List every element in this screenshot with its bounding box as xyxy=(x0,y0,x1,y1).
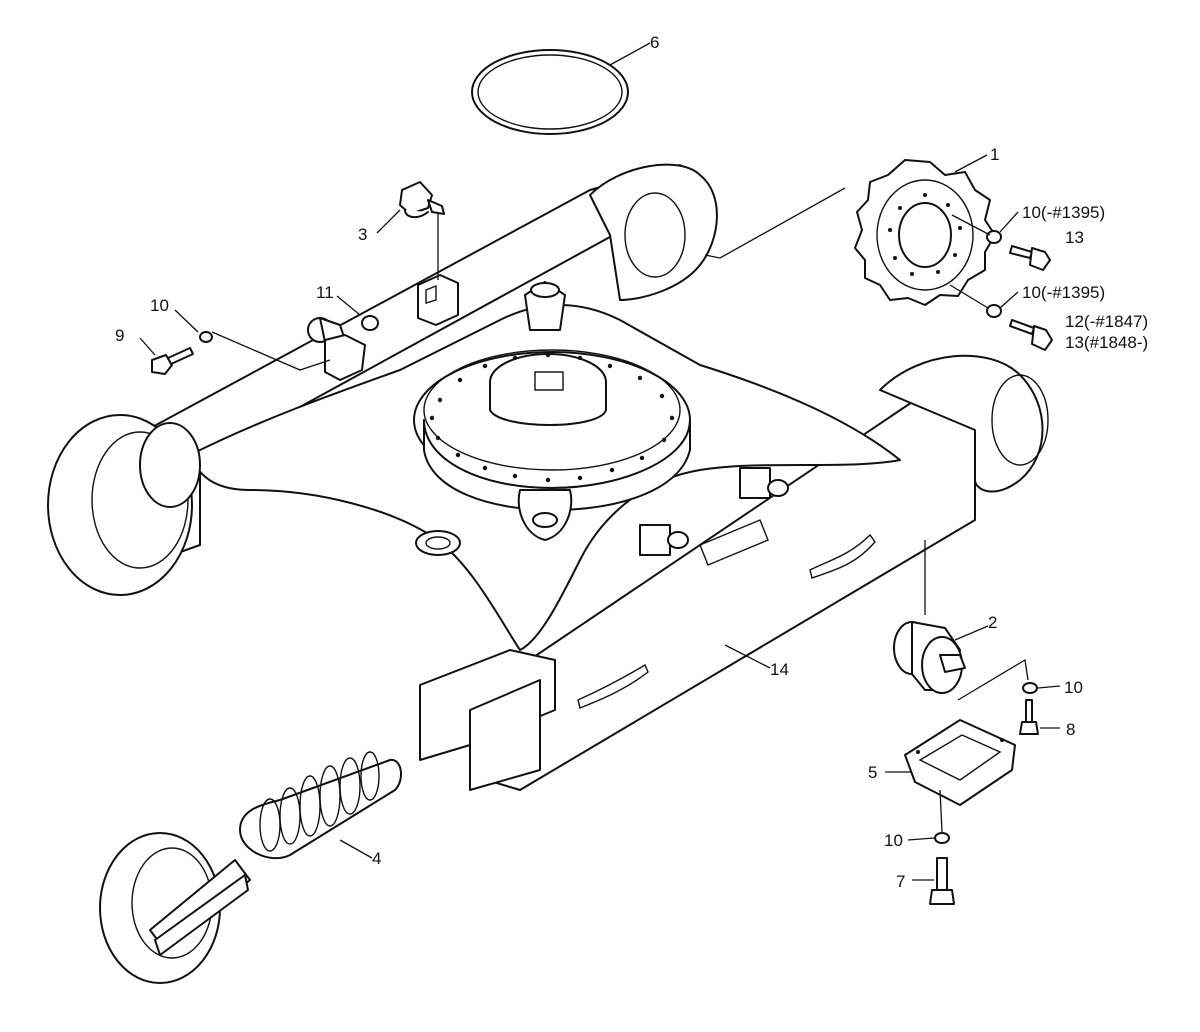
washer-part-10-bracket xyxy=(934,832,950,844)
sprocket-bolt-12-13 xyxy=(1009,319,1053,351)
flange-bolt-holes xyxy=(429,352,675,483)
bolt-part-9 xyxy=(151,347,194,375)
callout-7: 7 xyxy=(896,872,905,891)
callout-3: 3 xyxy=(358,225,367,244)
callout-10-bracket: 10 xyxy=(884,831,903,850)
callout-13-top: 13 xyxy=(1065,228,1084,247)
idler-wheel-with-fork xyxy=(99,832,251,984)
callout-1: 1 xyxy=(990,145,999,164)
sprocket-bolt-holes xyxy=(888,193,962,276)
bolt-part-7 xyxy=(929,857,955,905)
track-roller-part-2 xyxy=(893,621,966,694)
callout-10-sprocket-bottom: 10(-#1395) xyxy=(1022,283,1105,302)
callout-10-sprocket-top: 10(-#1395) xyxy=(1022,203,1105,222)
callout-labels: 6 1 10(-#1395) 13 10(-#1395) 12(-#1847) … xyxy=(115,33,1148,891)
frame-roller-brackets xyxy=(639,467,789,556)
washer-part-10-left xyxy=(199,331,213,343)
sprocket-washer-bottom xyxy=(986,304,1002,318)
washer-part-10-roller xyxy=(1022,682,1038,694)
callout-13-bottom: 13(#1848-) xyxy=(1065,333,1148,352)
callout-4: 4 xyxy=(372,849,381,868)
bolt-part-8 xyxy=(1019,699,1039,735)
o-ring-part-6 xyxy=(471,49,629,135)
callout-5: 5 xyxy=(868,763,877,782)
leader-lines xyxy=(139,42,1061,881)
callout-2: 2 xyxy=(988,613,997,632)
callout-12: 12(-#1847) xyxy=(1065,312,1148,331)
sprocket-washer-top xyxy=(986,230,1002,244)
carrier-roller-part-11 xyxy=(307,315,379,381)
grease-fitting-part-3 xyxy=(399,181,445,218)
upper-bearing-bracket xyxy=(417,274,459,326)
callout-14: 14 xyxy=(770,660,789,679)
callout-8: 8 xyxy=(1066,720,1075,739)
front-idler-wheel xyxy=(47,414,201,596)
callout-11: 11 xyxy=(316,283,334,302)
callout-9: 9 xyxy=(115,326,124,345)
callout-6: 6 xyxy=(650,33,659,52)
callout-10-roller: 10 xyxy=(1064,678,1083,697)
guard-bracket-part-5 xyxy=(904,719,1016,806)
recoil-spring-part-4 xyxy=(239,751,402,860)
sprocket-bolt-13 xyxy=(1009,245,1051,271)
callout-10-left: 10 xyxy=(150,296,169,315)
sprocket-part-1 xyxy=(854,159,996,306)
